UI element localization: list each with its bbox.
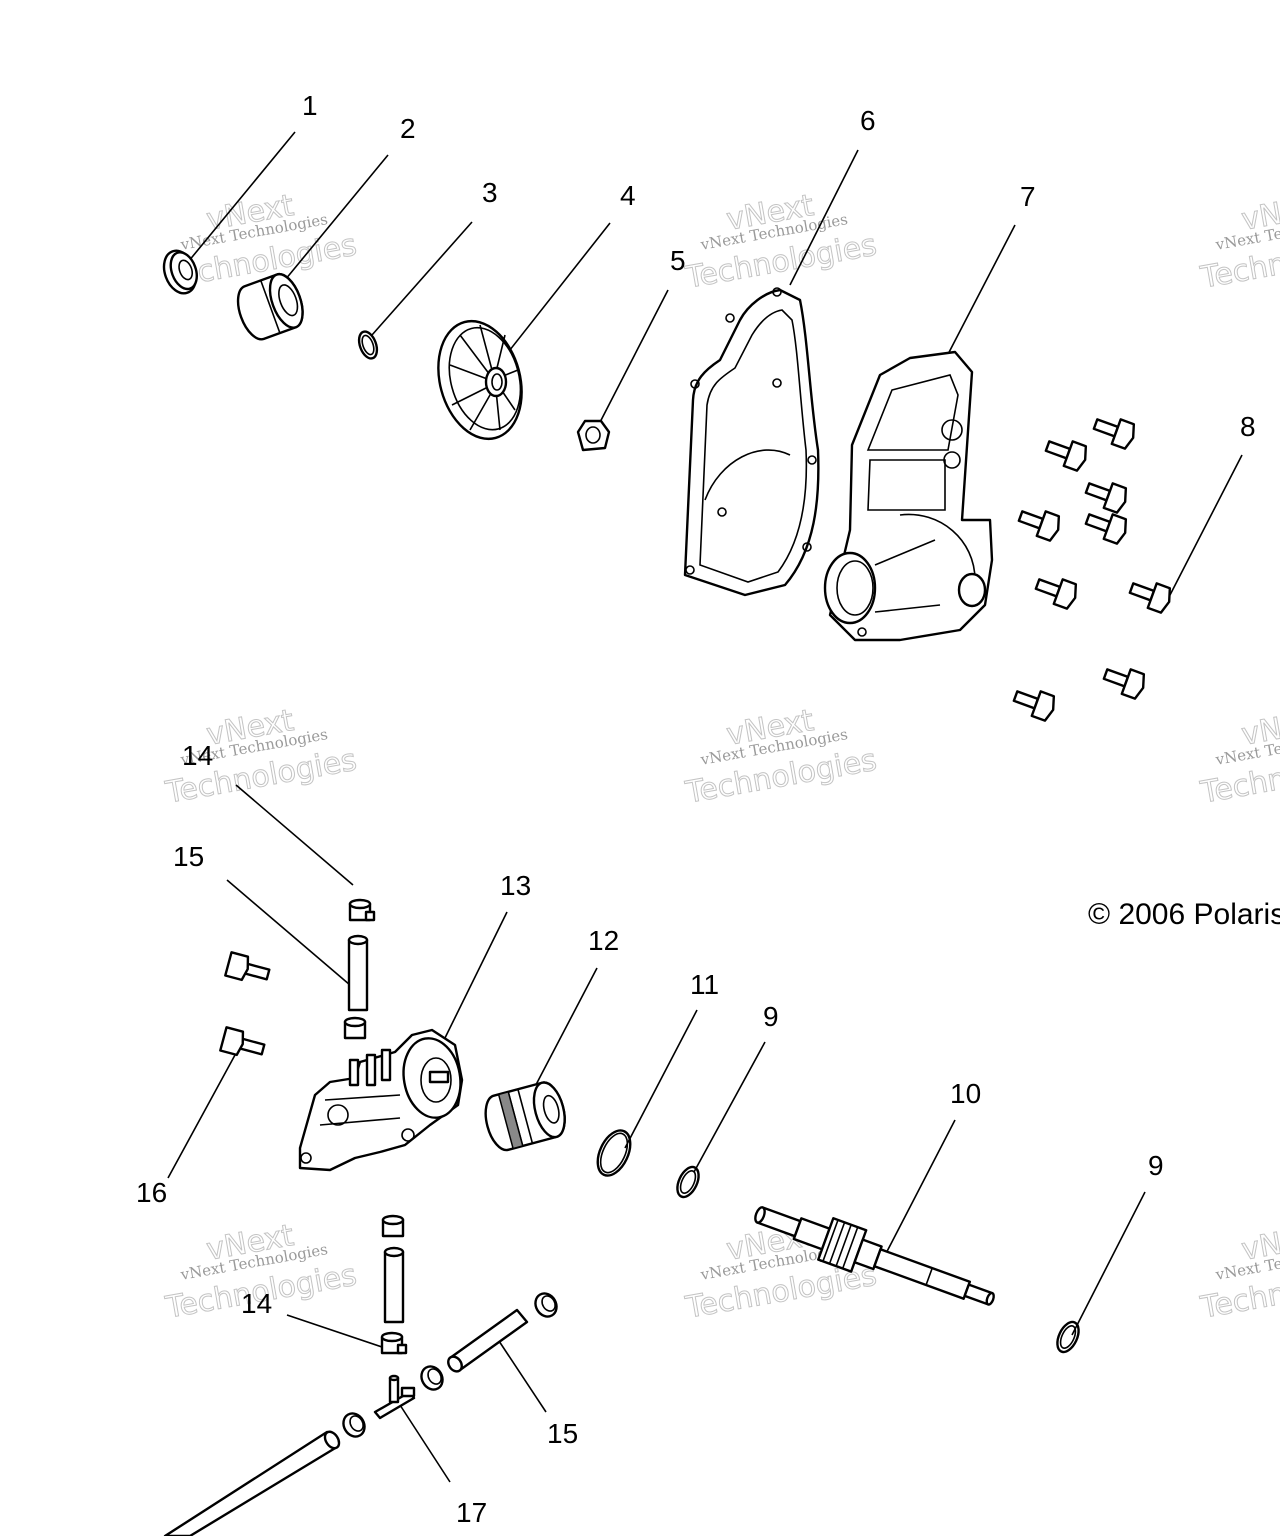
leader-line-9a (693, 1041, 766, 1173)
watermark: vNext vNext Technologies Technologies (682, 188, 880, 297)
part-clamp (348, 898, 376, 922)
part-clamp (534, 1292, 558, 1318)
bolt (1017, 510, 1061, 542)
part-long-hose (163, 1430, 341, 1536)
part-washer (1056, 1320, 1080, 1354)
leader-line-13 (442, 911, 508, 1043)
leader-line-11 (624, 1009, 698, 1149)
bolt (1012, 690, 1056, 722)
part-tee-fitting (373, 1374, 416, 1420)
part-bolts (1012, 418, 1172, 722)
bolt (1102, 668, 1146, 700)
leader-line-8 (1169, 454, 1243, 596)
part-clamp (381, 1214, 405, 1238)
copyright-notice: © 2006 Polaris (1088, 898, 1280, 931)
leader-line-5 (595, 289, 669, 431)
part-gasket (683, 287, 820, 597)
leader-line-17 (399, 1404, 451, 1483)
part-nut (576, 419, 611, 452)
callout-13: 13 (500, 870, 531, 901)
callout-17: 17 (456, 1497, 487, 1528)
leader-line-14b (286, 1314, 386, 1349)
leader-line-14a (235, 784, 354, 886)
callout-9: 9 (763, 1001, 779, 1032)
callout-2: 2 (400, 113, 416, 144)
callout-14: 14 (241, 1288, 272, 1319)
leader-line-12 (527, 967, 598, 1101)
leader-line-2 (284, 154, 389, 281)
bolt (1034, 578, 1078, 610)
callout-6: 6 (860, 105, 876, 136)
leader-line-16 (167, 1054, 236, 1179)
leader-line-3 (371, 221, 473, 336)
callout-1: 1 (302, 90, 318, 121)
part-cover (823, 350, 994, 642)
part-hose (447, 1308, 529, 1373)
leader-lines (167, 131, 1243, 1483)
watermark: vNext vNext Technologies Technologies (1197, 188, 1280, 297)
watermark: vNext vNext Technologies Technologies (682, 703, 880, 812)
callout-16: 16 (136, 1177, 167, 1208)
bolt (1044, 440, 1088, 472)
callout-10: 10 (950, 1078, 981, 1109)
part-hose (347, 934, 369, 1012)
callout-7: 7 (1020, 181, 1036, 212)
callout-labels: 1 2 3 4 5 6 7 8 14 15 13 12 11 9 10 9 16… (136, 90, 1256, 1528)
callout-4: 4 (620, 180, 636, 211)
callout-14: 14 (182, 740, 213, 771)
part-washer (676, 1165, 700, 1199)
bolt (1128, 582, 1172, 614)
part-clamp (380, 1331, 408, 1355)
part-clamp (343, 1016, 367, 1040)
part-strainer (484, 1081, 566, 1152)
part-seal (162, 249, 198, 295)
part-impeller (437, 319, 523, 441)
leader-line-15a (226, 879, 351, 986)
part-shaft (754, 1206, 995, 1306)
callout-12: 12 (588, 925, 619, 956)
callout-9: 9 (1148, 1150, 1164, 1181)
leader-line-6 (789, 149, 859, 286)
bolt (1084, 482, 1128, 514)
watermark: vNext vNext Technologies Technologies (1197, 703, 1280, 812)
bolt (1084, 513, 1128, 545)
part-o-ring-small (357, 330, 379, 360)
part-clamp (342, 1412, 366, 1438)
callout-15: 15 (547, 1418, 578, 1449)
part-o-ring (596, 1129, 632, 1177)
parts (162, 249, 1172, 1536)
part-bearing (236, 272, 304, 341)
watermark: vNext vNext Technologies Technologies (1197, 1218, 1280, 1327)
leader-line-4 (501, 222, 611, 361)
callout-3: 3 (482, 177, 498, 208)
leader-line-10 (879, 1119, 956, 1266)
leader-line-9b (1071, 1191, 1146, 1336)
leader-line-7 (944, 224, 1016, 361)
leader-line-1 (187, 131, 296, 263)
callout-15: 15 (173, 841, 204, 872)
callout-11: 11 (690, 969, 719, 1000)
part-clamp (420, 1365, 444, 1391)
part-bolt (219, 1026, 266, 1057)
bolt (1092, 418, 1136, 450)
callout-8: 8 (1240, 411, 1256, 442)
part-oil-pump (298, 1028, 464, 1172)
part-bolt (224, 951, 271, 982)
leader-line-15b (496, 1337, 547, 1413)
part-hose (383, 1246, 405, 1324)
callout-5: 5 (670, 245, 686, 276)
